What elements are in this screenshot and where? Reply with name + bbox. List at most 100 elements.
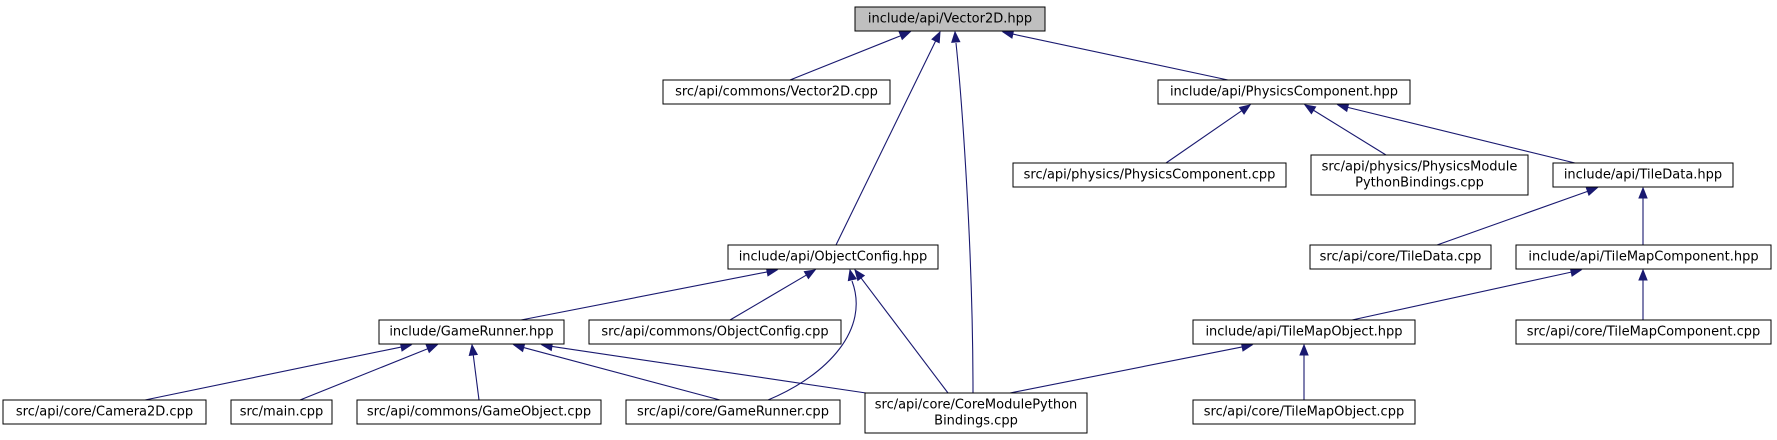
node-physicsmodule-cpp[interactable]: src/api/physics/PhysicsModulePythonBindi… [1310, 154, 1529, 196]
node-label: include/api/PhysicsComponent.hpp [1170, 85, 1398, 100]
edge-line [955, 42, 974, 394]
edge-arrowhead [854, 268, 866, 282]
node-box [1310, 154, 1529, 196]
node-box [230, 399, 333, 425]
edge-line [472, 354, 480, 401]
edge-arrowhead [1336, 102, 1350, 113]
node-tiledata-cpp[interactable]: src/api/core/TileData.cpp [1309, 244, 1492, 270]
edge-line [1313, 109, 1387, 156]
edge-line [860, 277, 949, 394]
node-label: include/api/ObjectConfig.hpp [739, 250, 928, 265]
edge-line [1012, 33, 1229, 81]
node-camera2d-cpp[interactable]: src/api/core/Camera2D.cpp [2, 399, 207, 425]
edge-tiledata-hpp-to-tilemapcomponent-hpp [1638, 186, 1648, 245]
edge-objectconfig-hpp-to-gamerunner-cpp [767, 268, 857, 401]
node-label: src/main.cpp [240, 405, 324, 420]
edge-physicscomponent-hpp-to-physicsmodule-cpp [1303, 104, 1387, 156]
edge-gamerunner-hpp-to-gameobject-cpp [468, 343, 480, 401]
edge-arrowhead [898, 31, 912, 41]
edge-tilemapcomponent-hpp-to-tilemapobject-hpp [1351, 267, 1583, 321]
node-box [1309, 244, 1492, 270]
edge-objectconfig-hpp-to-coremodule-cpp [854, 268, 949, 394]
edge-objectconfig-hpp-to-gamerunner-hpp [520, 267, 779, 321]
node-tilemapcomponent-hpp[interactable]: include/api/TileMapComponent.hpp [1515, 244, 1772, 270]
node-label: src/api/core/GameRunner.cpp [637, 405, 829, 420]
node-label: src/api/physics/PhysicsModule [1322, 160, 1518, 175]
edge-line [729, 274, 807, 321]
node-objectconfig-hpp[interactable]: include/api/ObjectConfig.hpp [727, 244, 939, 270]
node-box [1192, 319, 1416, 345]
node-tilemapcomponent-cpp[interactable]: src/api/core/TileMapComponent.cpp [1515, 319, 1772, 345]
node-box [625, 399, 841, 425]
edge-arrowhead [1638, 268, 1648, 281]
edge-vector2d-hpp-to-objectconfig-hpp [835, 30, 941, 246]
node-tilemapobject-cpp[interactable]: src/api/core/TileMapObject.cpp [1192, 399, 1416, 425]
node-box [1515, 319, 1772, 345]
edges-layer [144, 29, 1648, 401]
edge-arrowhead [951, 30, 961, 43]
node-label: src/api/core/TileMapComponent.cpp [1527, 325, 1761, 340]
edge-arrowhead [931, 30, 941, 44]
edge-line [1347, 106, 1576, 164]
edge-arrowhead [1238, 104, 1252, 115]
edge-physicscomponent-hpp-to-physicscomponent-cpp [1165, 104, 1252, 164]
node-objectconfig-cpp[interactable]: src/api/commons/ObjectConfig.cpp [588, 319, 842, 345]
node-label: src/api/core/Camera2D.cpp [16, 405, 193, 420]
node-gameobject-cpp[interactable]: src/api/commons/GameObject.cpp [356, 399, 602, 425]
node-box [662, 79, 891, 105]
node-box [378, 319, 565, 345]
node-coremodule-cpp[interactable]: src/api/core/CoreModulePythonBindings.cp… [864, 392, 1088, 434]
edge-line [1009, 346, 1243, 394]
edge-tiledata-hpp-to-tiledata-cpp [1436, 187, 1599, 246]
node-box [2, 399, 207, 425]
edge-tilemapobject-hpp-to-coremodule-cpp [1009, 342, 1254, 394]
node-vector2d-cpp[interactable]: src/api/commons/Vector2D.cpp [662, 79, 891, 105]
node-label: include/GameRunner.hpp [389, 325, 553, 340]
edge-line [1165, 110, 1243, 164]
edge-line [520, 271, 768, 321]
edge-line [299, 348, 428, 401]
node-gamerunner-cpp[interactable]: src/api/core/GameRunner.cpp [625, 399, 841, 425]
edge-gamerunner-hpp-to-gamerunner-cpp [512, 343, 721, 401]
node-label: include/api/TileMapComponent.hpp [1528, 250, 1758, 265]
node-main-cpp[interactable]: src/main.cpp [230, 399, 333, 425]
node-physicscomponent-hpp[interactable]: include/api/PhysicsComponent.hpp [1157, 79, 1411, 105]
edge-arrowhead [1299, 343, 1309, 356]
node-tilemapobject-hpp[interactable]: include/api/TileMapObject.hpp [1192, 319, 1416, 345]
node-label: src/api/commons/Vector2D.cpp [675, 85, 878, 100]
edge-arrowhead [468, 343, 479, 357]
edge-vector2d-hpp-to-vector2d-cpp [789, 31, 912, 81]
edge-arrowhead [847, 268, 857, 282]
edge-arrowhead [1585, 187, 1599, 196]
node-box [727, 244, 939, 270]
node-box [1012, 162, 1287, 188]
node-box [1192, 399, 1416, 425]
node-box [854, 6, 1046, 32]
edge-physicscomponent-hpp-to-tiledata-hpp [1336, 102, 1576, 164]
edge-objectconfig-hpp-to-objectconfig-cpp [729, 269, 817, 321]
edge-line [767, 280, 857, 401]
edge-line [523, 347, 721, 401]
node-label: src/api/physics/PhysicsComponent.cpp [1024, 168, 1276, 183]
edge-gamerunner-hpp-to-coremodule-cpp [540, 341, 867, 394]
node-label: src/api/core/CoreModulePython [875, 398, 1078, 413]
node-label: include/api/TileData.hpp [1564, 168, 1722, 183]
node-label: src/api/commons/ObjectConfig.cpp [601, 325, 828, 340]
edge-arrowhead [1303, 104, 1317, 115]
node-label: src/api/core/TileData.cpp [1320, 250, 1482, 265]
edge-line [835, 40, 937, 246]
node-box [588, 319, 842, 345]
edge-arrowhead [425, 344, 439, 354]
edge-arrowhead [1638, 186, 1648, 199]
edge-line [789, 35, 901, 81]
node-vector2d-hpp[interactable]: include/api/Vector2D.hpp [854, 6, 1046, 32]
node-tiledata-hpp[interactable]: include/api/TileData.hpp [1552, 162, 1734, 188]
edge-line [1436, 190, 1588, 246]
node-gamerunner-hpp[interactable]: include/GameRunner.hpp [378, 319, 565, 345]
node-box [1515, 244, 1772, 270]
node-physicscomponent-cpp[interactable]: src/api/physics/PhysicsComponent.cpp [1012, 162, 1287, 188]
nodes-layer: include/api/Vector2D.hpp src/api/commons/… [2, 6, 1772, 434]
edge-vector2d-hpp-to-physicscomponent-hpp [1001, 29, 1229, 81]
node-label: src/api/core/TileMapObject.cpp [1204, 405, 1404, 420]
